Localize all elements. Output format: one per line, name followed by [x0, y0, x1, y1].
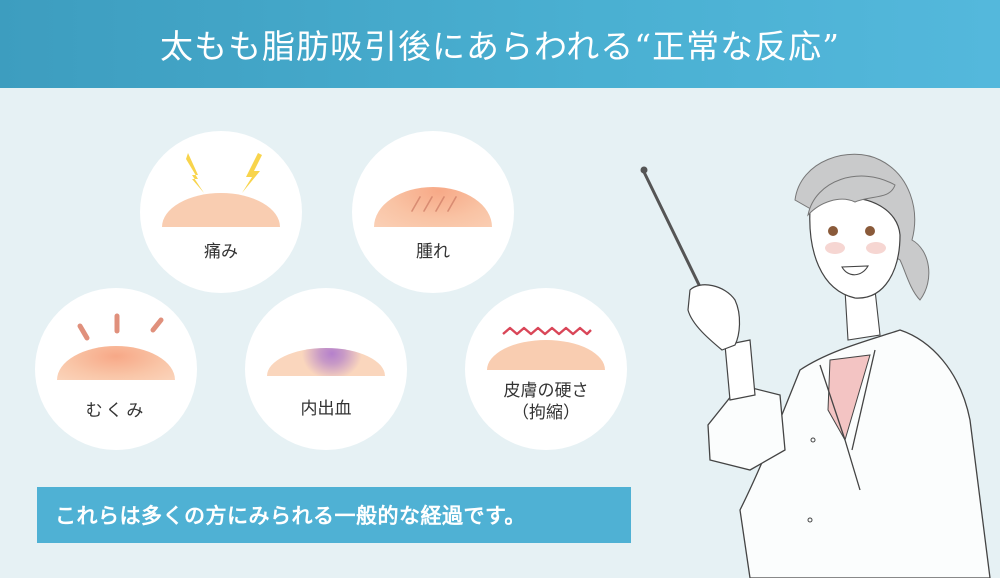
reaction-card-bruising: 内出血 [245, 288, 407, 450]
zigzag-line-icon [502, 326, 592, 336]
lightning-bolt-icon [186, 153, 262, 193]
reaction-label: むくみ [85, 401, 147, 421]
reaction-card-edema: むくみ [35, 288, 197, 450]
purple-bruise-icon [267, 348, 385, 376]
radiating-lines-icon [77, 313, 164, 341]
reaction-card-swelling: 腫れ [352, 131, 514, 293]
hatch-lines-icon [411, 196, 457, 212]
reaction-label: 内出血 [300, 399, 352, 419]
reaction-label: 腫れ [416, 242, 450, 262]
header-banner: 太もも脂肪吸引後にあらわれる“正常な反応” [0, 0, 1000, 88]
reaction-label: 皮膚の硬さ [503, 381, 589, 401]
reaction-sublabel: （拘縮） [512, 403, 580, 423]
reaction-label: 痛み [204, 242, 238, 262]
summary-text: これらは多くの方にみられる一般的な経過です。 [55, 504, 526, 528]
page-title: 太もも脂肪吸引後にあらわれる“正常な反応” [159, 27, 841, 66]
reaction-card-skin-hardening: 皮膚の硬さ （拘縮） [465, 288, 627, 450]
doctor-illustration [640, 153, 991, 578]
reaction-card-pain: 痛み [140, 131, 302, 293]
summary-banner: これらは多くの方にみられる一般的な経過です。 [37, 487, 631, 543]
